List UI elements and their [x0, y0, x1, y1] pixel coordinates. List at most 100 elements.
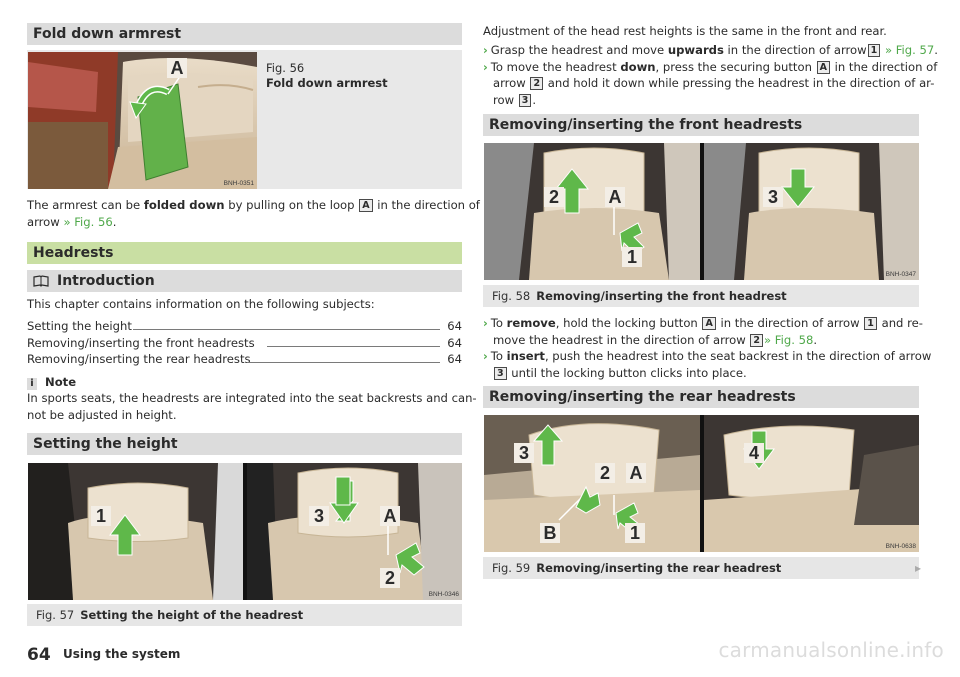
text: , press the securing button [655, 59, 816, 74]
text: . [813, 332, 818, 347]
bullet-arrow-icon: › [483, 349, 488, 363]
toc-item[interactable]: Setting the height 64 [27, 318, 462, 335]
footer-section-title: Using the system [63, 647, 181, 661]
figure-callout-3: 3 [763, 187, 783, 207]
key-label: 2 [530, 77, 544, 90]
section-heading-introduction: Introduction [27, 270, 462, 292]
step-continuation: row 3. [483, 92, 938, 109]
step-item: ›To move the headrest down, press the se… [483, 59, 938, 76]
text: move the headrest in the direction of ar… [493, 332, 750, 347]
figure-callout-A: A [380, 506, 400, 526]
text-bold: upwards [667, 43, 724, 57]
figure-title: Setting the height of the headrest [80, 608, 304, 622]
toc-item-page: 64 [447, 335, 462, 350]
text-bold: remove [506, 316, 556, 330]
figure-callout-1: 1 [625, 523, 645, 543]
figure-title: Fold down armrest [266, 76, 388, 90]
step-list: ›Grasp the headrest and move upwards in … [483, 42, 938, 108]
text: Grasp the headrest and move [490, 43, 668, 57]
figure-57-image: 1 3 A 2 BNH-0346 [28, 463, 462, 600]
toc-leader [247, 362, 440, 363]
text-bold: down [620, 59, 656, 74]
key-label: A [816, 60, 830, 74]
figure-callout-A: A [626, 463, 646, 483]
bullet-arrow-icon: › [483, 43, 488, 57]
text: . [934, 43, 938, 57]
figure-link[interactable]: » Fig. 58 [764, 332, 814, 347]
figure-56-image: A BNH-0351 [28, 52, 257, 189]
figure-58-image: 2 A 1 3 BNH-0347 [484, 143, 919, 280]
toc-item-page: 64 [447, 319, 462, 333]
introduction-title: Introduction [57, 273, 155, 289]
toc-item[interactable]: Removing/inserting the rear headrests 64 [27, 351, 462, 368]
key-label: 1 [864, 317, 877, 330]
toc-item-page: 64 [447, 352, 462, 366]
text: To [490, 349, 507, 363]
figure-number: Fig. 59 [492, 561, 531, 575]
step-continuation: arrow 2 and hold it down while pressing … [483, 75, 938, 92]
figure-ref-code: BNH-0346 [428, 591, 459, 598]
figure-link[interactable]: » Fig. 57 [881, 43, 935, 57]
text: To [490, 316, 507, 330]
toc-item-label: Setting the height [27, 319, 132, 333]
front-headrest-illustration [484, 143, 919, 280]
step-continuation: 3 until the locking button clicks into p… [483, 365, 931, 382]
figure-callout-B: B [540, 523, 560, 543]
note-text: In sports seats, the headrests are integ… [27, 391, 477, 405]
watermark: carmanualsonline.info [718, 638, 944, 662]
key-label: 3 [518, 93, 532, 107]
figure-title: Removing/inserting the front headrest [536, 289, 787, 303]
figure-ref-code: BNH-0638 [885, 543, 916, 550]
figure-callout-2: 2 [595, 463, 615, 483]
text: and hold it down while pressing the head… [544, 76, 935, 90]
step-item: ›Grasp the headrest and move upwards in … [483, 42, 938, 59]
armrest-illustration [28, 52, 257, 189]
text: To move the headrest [490, 59, 621, 74]
section-heading-headrests: Headrests [27, 242, 462, 264]
figure-56-block: A BNH-0351 Fig. 56 Fold down armrest [27, 50, 462, 189]
figure-callout-2: 2 [380, 568, 400, 588]
bullet-arrow-icon: › [483, 316, 488, 330]
text: . [532, 92, 537, 107]
text: The armrest can be [27, 198, 144, 212]
toc-item[interactable]: Removing/inserting the front headrests 6… [27, 335, 462, 352]
text: in the direction of arrow [723, 43, 867, 57]
text: . [112, 214, 117, 229]
text: arrow [27, 214, 64, 229]
figure-callout-3: 3 [309, 506, 329, 526]
text: , hold the locking button [555, 316, 702, 330]
section-heading-rear-headrests: Removing/inserting the rear headrests [483, 386, 919, 408]
text-bold: insert [506, 349, 545, 363]
figure-number: Fig. 57 [36, 608, 75, 622]
figure-number: Fig. 58 [492, 289, 531, 303]
remove-insert-list: ›To remove, hold the locking button A in… [483, 315, 931, 381]
step-continuation: move the headrest in the direction of ar… [483, 332, 931, 349]
text: in the direction of [373, 198, 480, 212]
figure-callout-1: 1 [91, 506, 111, 526]
figure-callout-2: 2 [544, 187, 564, 207]
toc-item-label: Removing/inserting the rear headrests [27, 352, 251, 366]
figure-56-caption: Fig. 56 Fold down armrest [266, 61, 388, 91]
key-label: 3 [494, 366, 507, 380]
section-heading-front-headrests: Removing/inserting the front headrests [483, 114, 919, 136]
figure-link[interactable]: » Fig. 56 [63, 214, 113, 229]
note-label: Note [45, 375, 77, 389]
text: by pulling on the loop [224, 198, 359, 212]
headrest-height-illustration [28, 463, 462, 600]
bullet-arrow-icon: › [483, 59, 488, 74]
figure-number: Fig. 56 [266, 61, 305, 75]
figure-57-caption: Fig. 57 Setting the height of the headres… [27, 604, 462, 626]
figure-ref-code: BNH-0347 [885, 271, 916, 278]
armrest-paragraph: The armrest can be folded down by pullin… [27, 197, 480, 230]
rear-headrest-illustration [484, 415, 919, 552]
text: until the locking button clicks into pla… [507, 365, 747, 380]
figure-callout-A: A [167, 58, 187, 78]
section-heading-armrest: Fold down armrest [27, 23, 462, 45]
step-item: ›To insert, push the headrest into the s… [483, 348, 931, 365]
text-bold: folded down [143, 198, 225, 212]
figure-ref-code: BNH-0351 [223, 180, 254, 187]
figure-58-caption: Fig. 58 Removing/inserting the front head… [483, 285, 919, 307]
figure-callout-1: 1 [622, 247, 642, 267]
